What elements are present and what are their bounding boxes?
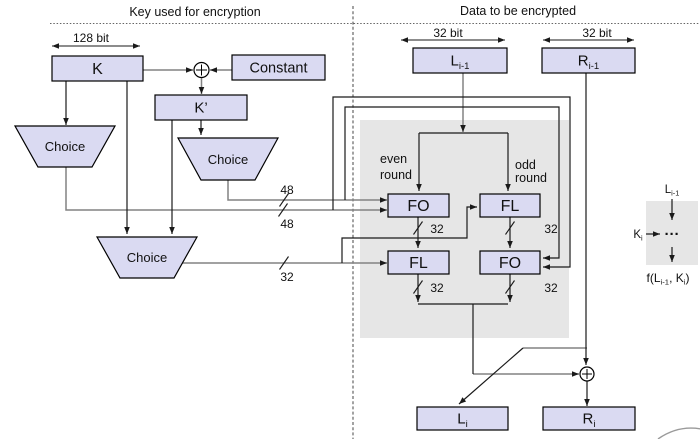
arrowhead: [401, 37, 408, 43]
arrowhead: [583, 358, 589, 365]
fl-odd-box-label: FL: [501, 198, 520, 215]
arrowhead: [653, 231, 660, 237]
label-48-upper: 48: [280, 183, 294, 197]
arrowhead: [669, 255, 675, 262]
choice-2-label: Choice: [208, 152, 248, 167]
arrowhead: [470, 204, 477, 210]
bus-width-slash: [505, 280, 515, 294]
label-32-fo-even: 32: [430, 222, 444, 236]
fl-odd-box: [479, 193, 541, 218]
label-odd-round: round: [515, 171, 547, 185]
fl-even-box-label: FL: [409, 255, 428, 272]
bus-width-slash: [413, 280, 423, 294]
label-32-fl-even: 32: [430, 281, 444, 295]
arrowhead: [133, 43, 140, 49]
bus-width-slash: [279, 256, 289, 270]
constant-box-label: Constant: [249, 60, 307, 76]
arrowhead: [198, 128, 204, 135]
label-even: even: [380, 152, 407, 166]
title-key-section: Key used for encryption: [129, 5, 260, 19]
bus-width-slash: [413, 221, 423, 235]
key-kprime-box: [154, 94, 248, 121]
fl-even-box: [387, 250, 450, 275]
choice-2: [176, 137, 280, 181]
label-48-lower: 48: [280, 217, 294, 231]
r-prev-box-label: Ri-1: [578, 53, 600, 72]
arrowhead: [380, 207, 387, 213]
arrowhead: [63, 118, 69, 125]
label-mini-ki: Ki: [633, 229, 643, 243]
arrowhead: [543, 264, 550, 270]
arrowhead: [507, 295, 513, 302]
arrowhead: [584, 399, 590, 406]
l-prev-box-label: Li-1: [450, 53, 469, 72]
arrowhead: [415, 241, 421, 248]
r-prev-box: [541, 47, 636, 74]
label-32-fo-odd: 32: [544, 281, 558, 295]
l-prev-box: [412, 47, 508, 74]
key-k-box-label: K: [92, 61, 103, 78]
arrowhead: [507, 241, 513, 248]
fo-odd-box: [479, 250, 541, 275]
arrowhead: [415, 295, 421, 302]
title-data-section: Data to be encrypted: [460, 4, 576, 18]
arrowhead: [460, 125, 466, 132]
label-32-fl-odd: 32: [544, 222, 558, 236]
choice-3-label: Choice: [127, 250, 167, 265]
l-next-box-label: Li: [457, 411, 467, 430]
arrowhead: [572, 371, 579, 377]
arrowhead: [669, 213, 675, 220]
label-mini-f: f(Li-1, Ki): [647, 271, 690, 287]
r-next-box-label: Ri: [583, 411, 596, 430]
label-32-key: 32: [280, 270, 294, 284]
label-odd: odd: [515, 158, 536, 172]
edge-bus-outer-48: [332, 96, 571, 268]
label-mini-lprev: Li-1: [665, 184, 680, 198]
fo-even-box-label: FO: [407, 198, 429, 215]
edge-swap-diagonal: [458, 347, 524, 405]
arrowhead: [543, 255, 550, 261]
fo-even-box: [387, 193, 450, 218]
arrowhead: [210, 67, 217, 73]
arrowhead: [543, 37, 550, 43]
edge-choice2-48: [227, 180, 387, 201]
arrowhead: [627, 37, 634, 43]
edge-choice1-48: [65, 167, 387, 211]
choice-3: [95, 236, 199, 279]
arrowhead: [198, 87, 205, 94]
r-next-box: [542, 406, 636, 431]
round-function-panel: [360, 120, 569, 338]
arrowhead: [186, 67, 193, 73]
bus-width-slash: [278, 203, 288, 217]
arrowhead: [498, 37, 505, 43]
arrowhead: [380, 197, 387, 203]
label-32bit-right: 32 bit: [582, 26, 612, 40]
arrowhead: [416, 184, 422, 191]
label-even-round: round: [380, 168, 412, 182]
arrowhead: [505, 184, 511, 191]
bus-width-slash: [279, 193, 289, 207]
arrowhead: [124, 227, 130, 234]
arrowhead: [459, 397, 467, 404]
bus-width-slash: [505, 221, 515, 235]
fo-odd-box-label: FO: [499, 255, 521, 272]
arrowhead: [169, 227, 175, 234]
label-32bit-left: 32 bit: [433, 26, 463, 40]
constant-box: [231, 54, 326, 81]
choice-1-label: Choice: [45, 139, 85, 154]
key-kprime-box-label: K’: [194, 100, 207, 117]
key-k-box: [51, 55, 144, 82]
label-128bit: 128 bit: [73, 31, 110, 45]
corner-arc: [657, 427, 700, 439]
choice-1: [13, 125, 117, 168]
arrowhead: [380, 260, 387, 266]
l-next-box: [416, 406, 509, 431]
label-mini-dots: ···: [665, 226, 680, 243]
edge-bus-inner-48: [344, 106, 560, 259]
arrowhead: [52, 43, 59, 49]
